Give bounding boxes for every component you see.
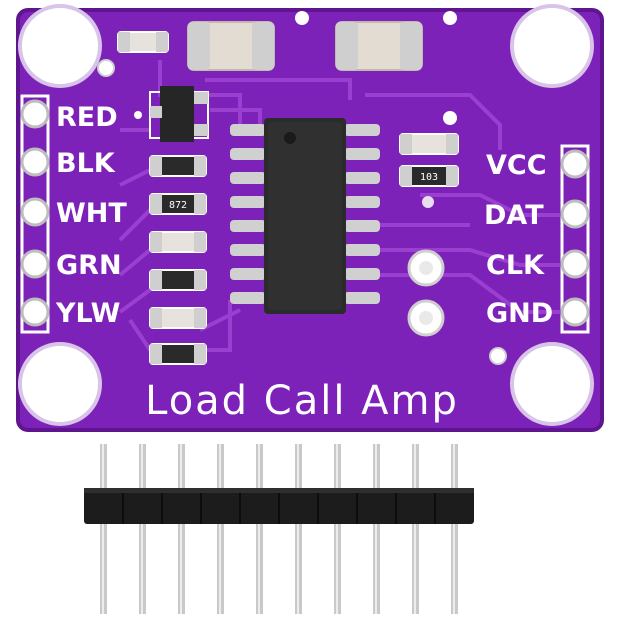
header-segment-divider — [434, 488, 436, 524]
header-segment-divider — [356, 488, 358, 524]
header-pin-highlight — [297, 444, 299, 614]
capacitor-icon — [187, 21, 423, 71]
resistor-marking-2: 103 — [420, 172, 438, 183]
pin-label-grn: GRN — [56, 250, 122, 281]
left-header-pads — [20, 94, 50, 334]
header-segment-divider — [278, 488, 280, 524]
resistor-icon — [149, 155, 207, 365]
right-header-pads — [560, 144, 590, 334]
header-pin-highlight — [336, 444, 338, 614]
right-components — [399, 133, 459, 187]
pin-label-vcc: VCC — [486, 150, 547, 181]
board-title: Load Call Amp — [145, 378, 459, 424]
header-pin-highlight — [414, 444, 416, 614]
pin-label-blk: BLK — [56, 148, 116, 179]
resistor-marking-1: 872 — [169, 200, 187, 211]
header-pin-highlight — [258, 444, 260, 614]
test-pads — [407, 249, 445, 337]
pin-label-clk: CLK — [486, 250, 545, 281]
header-pin-highlight — [453, 444, 455, 614]
mounting-hole-icon — [18, 4, 594, 426]
header-segment-divider — [239, 488, 241, 524]
pin-label-ylw: YLW — [55, 298, 120, 329]
header-segment-divider — [317, 488, 319, 524]
pin-header-icon — [84, 444, 474, 614]
via-holes — [97, 11, 507, 365]
transistor — [149, 86, 209, 142]
header-pin-highlight — [375, 444, 377, 614]
header-segment-divider — [122, 488, 124, 524]
header-pin-highlight — [141, 444, 143, 614]
header-segment-divider — [161, 488, 163, 524]
pin-label-dat: DAT — [484, 200, 544, 231]
pin-label-red: RED — [56, 102, 118, 133]
pin-label-gnd: GND — [486, 298, 553, 329]
header-pin-highlight — [102, 444, 104, 614]
small-capacitor — [117, 31, 169, 53]
header-top-shade — [84, 488, 474, 493]
ic-chip-icon — [230, 118, 380, 314]
pcb-edge-shade — [16, 8, 604, 432]
header-segment-divider — [395, 488, 397, 524]
header-pin-highlight — [219, 444, 221, 614]
header-pin-highlight — [180, 444, 182, 614]
pin1-marker — [134, 111, 142, 119]
header-segment-divider — [200, 488, 202, 524]
pin-label-wht: WHT — [56, 198, 127, 229]
